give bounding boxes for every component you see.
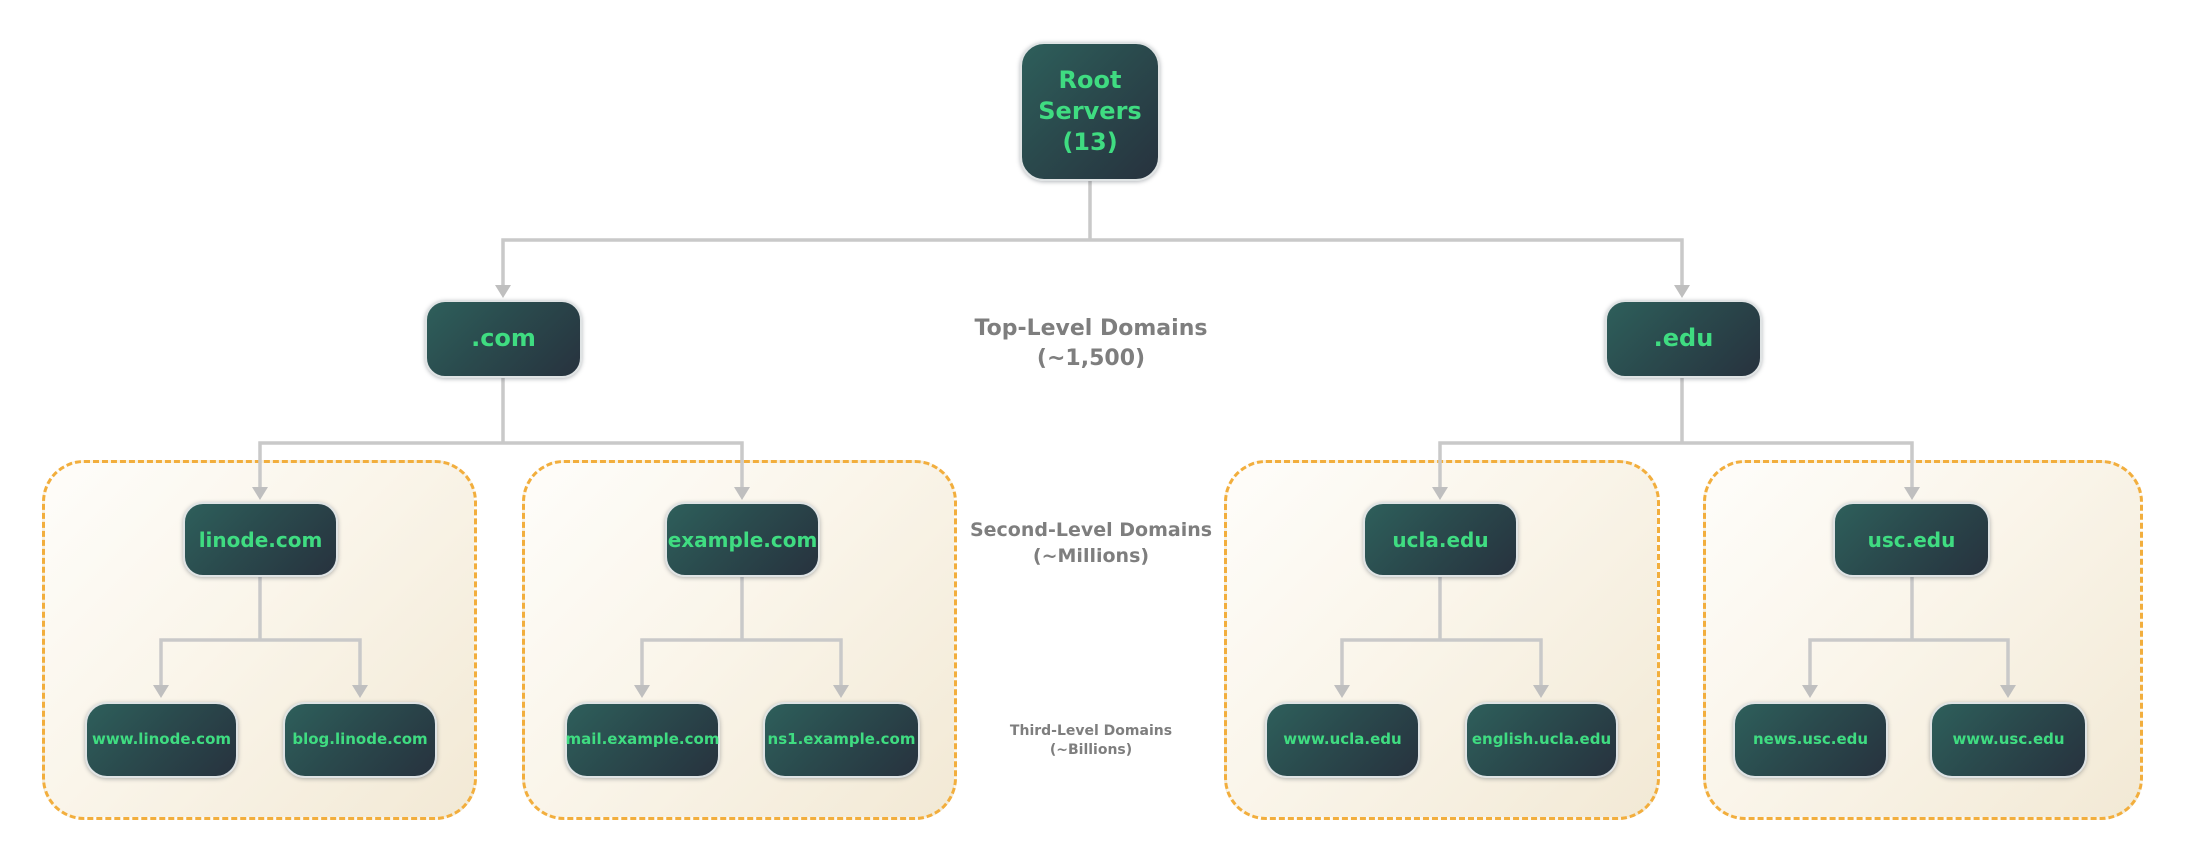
node-mail-example-com: mail.example.com [565,702,720,778]
node-www-linode-com: www.linode.com [85,702,238,778]
node-blog-linode-com: blog.linode.com [283,702,437,778]
node-www-usc-edu: www.usc.edu [1930,702,2087,778]
node-usc-edu: usc.edu [1833,502,1990,577]
label-third-level-domains: Third-Level Domains (~Billions) [941,722,1241,760]
arrowhead-icons [153,285,2016,698]
node-root-servers: Root Servers (13) [1020,42,1160,181]
node-english-ucla-edu: english.ucla.edu [1465,702,1618,778]
label-top-level-domains-line1: Top-Level Domains [974,316,1208,341]
node-ns1-example-com: ns1.example.com [763,702,920,778]
node-linode-com: linode.com [183,502,338,577]
label-third-level-domains-line1: Third-Level Domains [1009,723,1173,739]
label-second-level-domains-line1: Second-Level Domains [969,519,1213,541]
label-second-level-domains: Second-Level Domains (~Millions) [941,518,1241,569]
node-ucla-edu: ucla.edu [1363,502,1518,577]
label-top-level-domains-line2: (~1,500) [1036,345,1146,371]
label-third-level-domains-line2: (~Billions) [1049,741,1133,758]
label-second-level-domains-line2: (~Millions) [1032,544,1150,567]
node-news-usc-edu: news.usc.edu [1733,702,1888,778]
node-com: .com [425,300,582,378]
node-edu: .edu [1605,300,1762,378]
node-example-com: example.com [665,502,820,577]
node-www-ucla-edu: www.ucla.edu [1265,702,1420,778]
label-top-level-domains: Top-Level Domains (~1,500) [941,314,1241,373]
